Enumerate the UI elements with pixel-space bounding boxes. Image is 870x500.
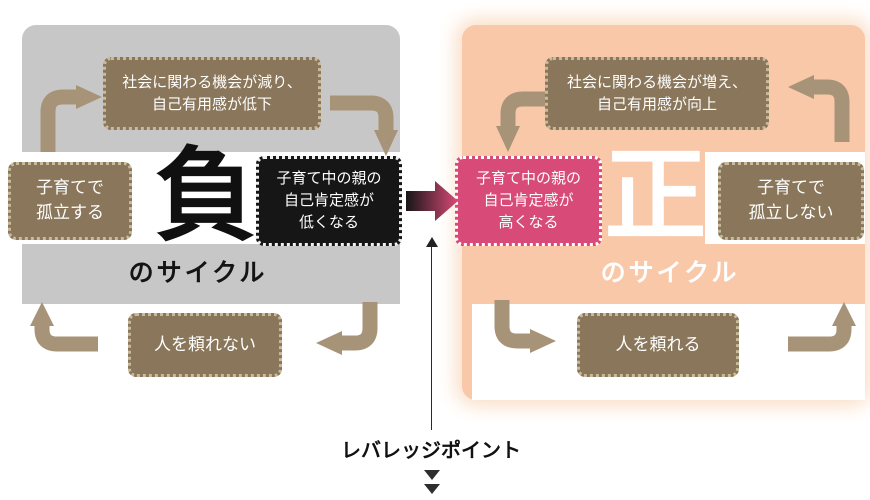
neg-arrow-left-up-icon: [30, 302, 98, 352]
positive-cycle-label: のサイクル: [600, 259, 740, 287]
negative-center-box: 子育て中の親の 自己肯定感が 低くなる: [256, 156, 402, 246]
negative-cycle-label: のサイクル: [128, 259, 268, 287]
leverage-pointer-line: [431, 247, 432, 430]
transition-arrow-icon: [406, 181, 458, 221]
pos-arrow-up-left-icon: [788, 75, 850, 142]
leverage-pointer-arrowhead-icon: [426, 237, 438, 247]
negative-top-box: 社会に関わる機会が減り、 自己有用感が低下: [103, 57, 321, 130]
negative-bottom-box: 人を頼れない: [128, 313, 282, 377]
neg-arrow-right-down-icon: [330, 95, 398, 156]
positive-big-character: 正: [604, 136, 707, 256]
double-down-arrow-icon: [424, 484, 440, 494]
positive-top-box: 社会に関わる機会が増え、 自己有用感が向上: [545, 57, 769, 130]
pos-arrow-left-down-icon: [496, 91, 564, 152]
positive-bottom-box: 人を頼れる: [577, 313, 739, 377]
double-down-arrow-icon: [424, 470, 440, 480]
positive-center-box: 子育て中の親の 自己肯定感が 高くなる: [455, 156, 602, 246]
positive-right-box: 子育てで 孤立しない: [718, 162, 864, 240]
neg-arrow-down-left-icon: [316, 302, 378, 355]
leverage-point-label: レバレッジポイント: [341, 440, 521, 462]
negative-left-box: 子育てで 孤立する: [8, 162, 132, 240]
negative-big-character: 負: [154, 136, 257, 256]
neg-arrow-up-right-icon: [40, 85, 102, 152]
pos-arrow-right-up-icon: [788, 302, 856, 352]
pos-arrow-down-right-icon: [494, 300, 556, 353]
